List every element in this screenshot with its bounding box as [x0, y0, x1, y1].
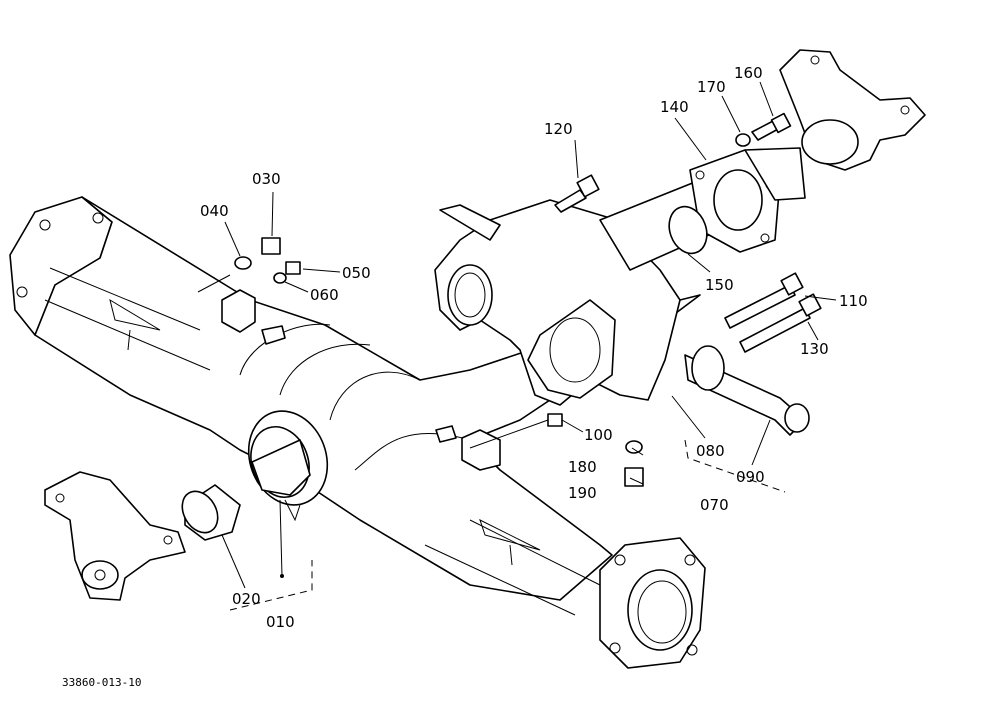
right-support-bracket: [779, 49, 926, 171]
bolt-120: [554, 174, 600, 213]
callout-100: 100: [584, 426, 613, 444]
bolt-110: [724, 272, 804, 329]
axle-housing: [9, 196, 706, 669]
bolt-160: [751, 112, 792, 141]
callout-110: 110: [839, 292, 868, 310]
callout-120: 120: [544, 120, 573, 138]
callout-labels: 010 020 030 040 050 060 070 080 090 100 …: [62, 64, 868, 689]
gear-case-070: [434, 147, 810, 436]
callout-040: 040: [200, 202, 229, 220]
left-support-bracket: [44, 471, 186, 601]
bushing-020: [181, 484, 241, 541]
callout-140: 140: [660, 98, 689, 116]
drawing-number: 33860-013-10: [62, 676, 141, 689]
callout-130: 130: [800, 340, 829, 358]
washer-040: [234, 256, 252, 270]
plug-100: [547, 413, 563, 427]
leader-lines: [197, 81, 837, 589]
callout-010: 010: [266, 613, 295, 631]
callout-050: 050: [342, 264, 371, 282]
callout-090: 090: [736, 468, 765, 486]
callout-060: 060: [310, 286, 339, 304]
plug-050: [285, 261, 301, 275]
callout-070: 070: [700, 496, 729, 514]
group-bracket-010: [229, 560, 313, 611]
callout-030: 030: [252, 170, 281, 188]
group-bracket-070: [684, 439, 786, 493]
plug-030: [261, 237, 281, 255]
callout-160: 160: [734, 64, 763, 82]
washer-180: [625, 440, 643, 454]
callout-080: 080: [696, 442, 725, 460]
washer-170: [735, 133, 751, 147]
callout-020: 020: [232, 590, 261, 608]
bolt-130: [739, 293, 822, 353]
callout-190: 190: [568, 484, 597, 502]
callout-180: 180: [568, 458, 597, 476]
washer-060: [273, 272, 287, 284]
callout-150: 150: [705, 276, 734, 294]
callout-170: 170: [697, 78, 726, 96]
